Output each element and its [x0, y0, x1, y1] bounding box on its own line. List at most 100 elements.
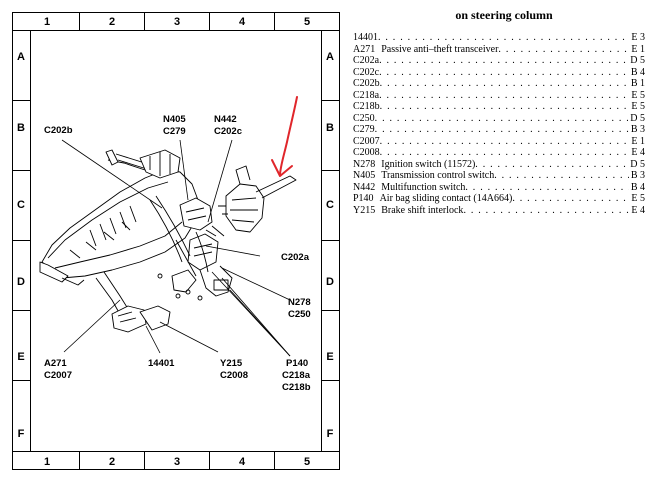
legend-code: N405: [353, 170, 376, 181]
legend-location: B 3: [630, 170, 645, 181]
col-label-4-top: 4: [239, 16, 246, 28]
row-label-d-right: D: [326, 276, 334, 288]
row-label-e-right: E: [326, 351, 333, 363]
callout-c202a: C202a: [281, 252, 310, 263]
legend-title: on steering column: [455, 8, 553, 22]
callout-c202b: C202b: [44, 125, 73, 136]
callout-c279: C279: [163, 126, 186, 137]
row-label-c-left: C: [17, 199, 25, 211]
legend-row: C250 D 5: [353, 113, 645, 125]
legend-leader-dots: [512, 193, 629, 204]
legend-location: E 4: [631, 204, 645, 216]
legend-row: N405 Transmission control switch B 3: [353, 170, 645, 182]
legend-code: C202b: [353, 78, 380, 89]
legend-code: N278: [353, 158, 376, 170]
legend-location: E 1: [631, 135, 645, 147]
legend-leader-dots: [380, 147, 630, 158]
legend-leader-dots: [475, 159, 628, 170]
legend-location: D 5: [630, 112, 645, 124]
row-label-b-right: B: [326, 122, 334, 134]
callout-c250: C250: [288, 309, 311, 320]
legend-leader-dots: [379, 90, 629, 101]
row-label-a-right: A: [326, 51, 334, 63]
legend-code: C218b: [353, 101, 380, 112]
legend-code: C2008: [353, 147, 380, 158]
legend-leader-dots: [494, 170, 629, 181]
legend-code: Y215: [353, 204, 376, 216]
col-label-1-bottom: 1: [44, 456, 50, 468]
legend-row: C279 B 3: [353, 124, 645, 136]
callout-a271: A271: [44, 358, 67, 369]
legend-description: Brake shift interlock: [381, 204, 464, 216]
legend-code: C218a: [353, 89, 380, 101]
legend-location: B 3: [630, 124, 645, 135]
legend-code: A271: [353, 43, 376, 55]
legend-code: N442: [353, 181, 376, 193]
legend-leader-dots: [375, 113, 629, 124]
callout-c218b: C218b: [282, 382, 311, 393]
legend-row: C2007 E 1: [353, 136, 645, 148]
component-legend: on steering column 14401E 3 A271 Passive …: [353, 8, 645, 216]
legend-row: C218b E 5: [353, 101, 645, 113]
legend-leader-dots: [379, 67, 629, 78]
col-label-1-top: 1: [44, 16, 50, 28]
legend-row: 14401E 3: [353, 32, 645, 44]
callout-c2008: C2008: [220, 370, 248, 381]
legend-description: Ignition switch (11572): [381, 158, 476, 170]
callout-c202c: C202c: [214, 126, 242, 137]
legend-list: 14401E 3 A271 Passive anti–theft transcei…: [353, 32, 645, 216]
legend-leader-dots: [463, 205, 629, 216]
legend-row: C202cB 4: [353, 67, 645, 79]
col-label-5-bottom: 5: [304, 456, 310, 468]
legend-location: E 5: [631, 101, 645, 112]
leader-lines: [61, 139, 291, 357]
legend-leader-dots: [380, 101, 630, 112]
red-arrow-annotation: [271, 96, 298, 177]
callout-y215: Y215: [220, 358, 243, 369]
legend-location: E 5: [631, 193, 645, 204]
col-label-2-bottom: 2: [109, 456, 115, 468]
legend-leader-dots: [380, 136, 630, 147]
col-label-2-top: 2: [109, 16, 115, 28]
row-label-c-right: C: [326, 199, 334, 211]
legend-row: C2008E 4: [353, 147, 645, 159]
legend-row: C202b B 1: [353, 78, 645, 90]
legend-leader-dots: [380, 78, 629, 89]
legend-code: C202c: [353, 66, 380, 78]
callout-n442: N442: [214, 114, 237, 125]
legend-row: C202aD 5: [353, 55, 645, 67]
callout-c218a: C218a: [282, 370, 311, 381]
legend-location: D 5: [630, 55, 645, 66]
legend-code: 14401: [353, 32, 378, 43]
legend-row: N278 Ignition switch (11572) D 5: [353, 159, 645, 171]
row-ticks: [12, 100, 340, 381]
row-label-f-left: F: [18, 428, 25, 440]
row-label-d-left: D: [17, 276, 25, 288]
row-label-f-right: F: [327, 428, 334, 440]
col-label-5-top: 5: [304, 16, 310, 28]
row-label-b-left: B: [17, 122, 25, 134]
legend-description: Multifunction switch: [381, 181, 466, 193]
legend-code: C2007: [353, 135, 380, 147]
legend-code: C279: [353, 124, 375, 135]
legend-description: Passive anti–theft transceiver: [381, 43, 499, 55]
legend-row: C218aE 5: [353, 90, 645, 102]
row-label-a-left: A: [17, 51, 25, 63]
legend-location: B 1: [630, 78, 645, 89]
legend-leader-dots: [498, 44, 629, 55]
legend-code: P140: [353, 193, 374, 204]
column-ticks: [79, 12, 275, 470]
legend-leader-dots: [379, 55, 628, 66]
legend-leader-dots: [375, 124, 629, 135]
col-label-3-top: 3: [174, 16, 180, 28]
callout-c2007: C2007: [44, 370, 72, 381]
legend-location: D 5: [630, 158, 645, 170]
legend-row: P140 Air bag sliding contact (14A664) E 5: [353, 193, 645, 205]
callout-14401: 14401: [148, 358, 175, 369]
legend-description: Air bag sliding contact (14A664): [379, 193, 513, 204]
legend-description: Transmission control switch: [381, 170, 495, 181]
legend-code: C250: [353, 112, 375, 124]
